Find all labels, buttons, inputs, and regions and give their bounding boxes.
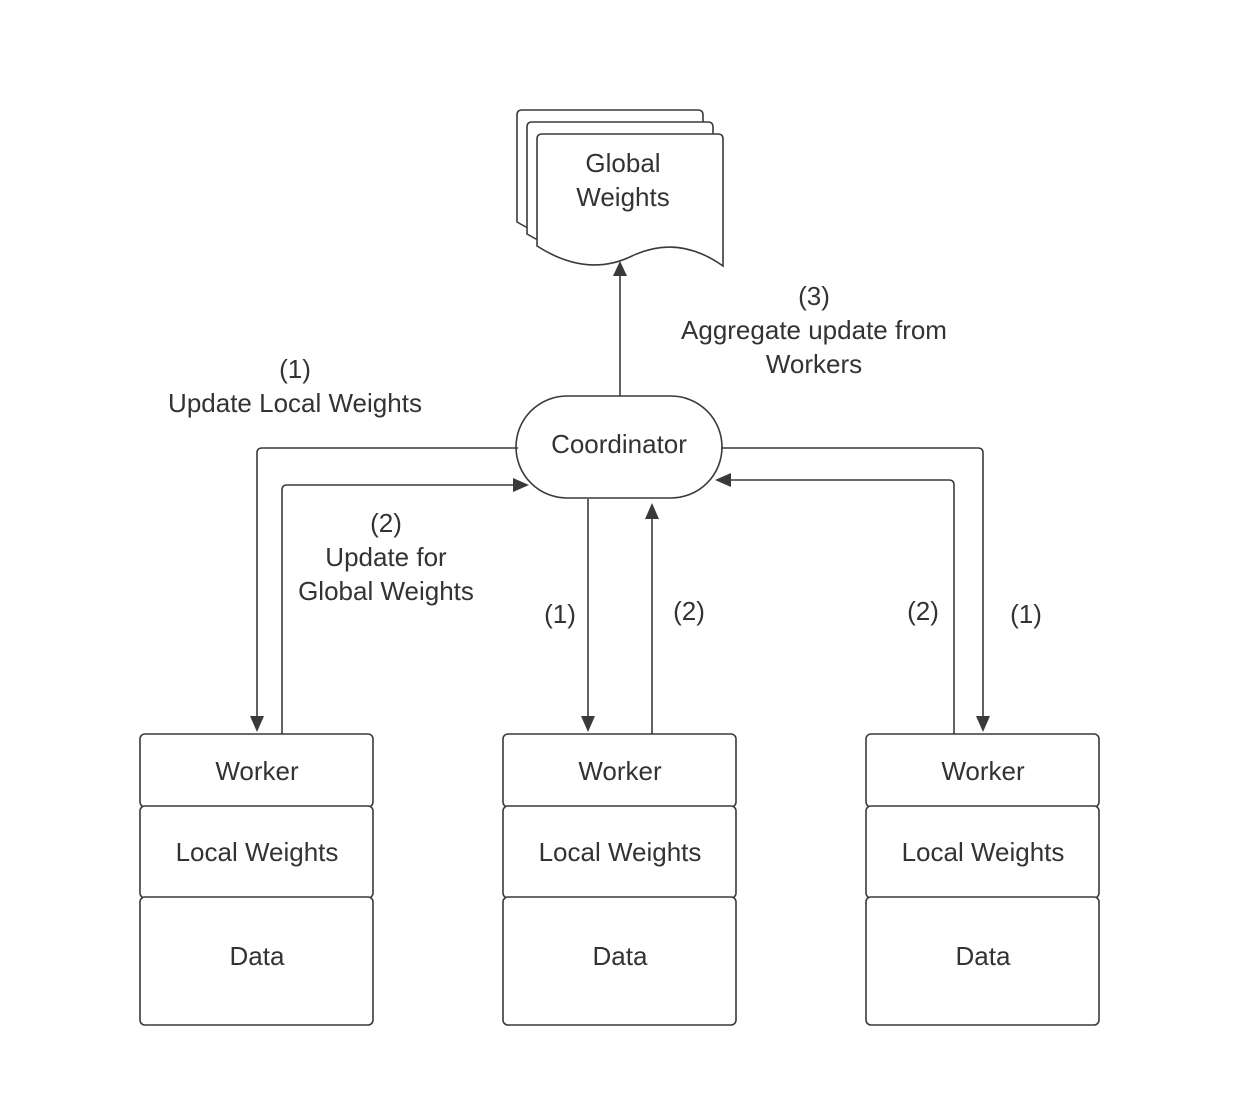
label-step2-line2: Global Weights — [298, 576, 474, 606]
label-step1-update-local: (1) Update Local Weights — [168, 354, 422, 418]
label-step2-update-global: (2) Update for Global Weights — [298, 508, 474, 606]
edge-coordinator-to-global-weights — [613, 261, 627, 396]
edge-worker-1-to-coordinator — [281, 478, 529, 734]
arrowhead-left-icon — [715, 473, 731, 487]
label-step2-line1: Update for — [325, 542, 447, 572]
arrowhead-down-icon — [976, 716, 990, 732]
label-step2-right: (2) — [907, 596, 939, 626]
worker-data-label: Data — [593, 941, 648, 971]
worker-node-2: Worker Local Weights Data — [502, 733, 737, 1026]
label-step2-center: (2) — [673, 596, 705, 626]
label-step3-line2: Workers — [766, 349, 862, 379]
global-weights-page-front — [536, 133, 724, 268]
label-step3-aggregate: (3) Aggregate update from Workers — [681, 281, 947, 379]
worker-local-weights-label: Local Weights — [902, 837, 1065, 867]
worker-data-cell — [865, 896, 1100, 1026]
edge-coordinator-to-worker-3 — [721, 447, 990, 732]
worker-title: Worker — [941, 756, 1025, 786]
edge-worker-2-to-coordinator — [645, 503, 659, 734]
worker-data-cell — [139, 896, 374, 1026]
global-weights-label-line1: Global — [585, 148, 660, 178]
global-weights-label-line2: Weights — [576, 182, 669, 212]
label-step3-number: (3) — [798, 281, 830, 311]
global-weights-node: Global Weights — [516, 109, 724, 268]
coordinator-label: Coordinator — [551, 429, 687, 459]
worker-local-weights-label: Local Weights — [176, 837, 339, 867]
label-step1-line1: Update Local Weights — [168, 388, 422, 418]
edge-coordinator-to-worker-2 — [581, 499, 595, 732]
arrowhead-down-icon — [581, 716, 595, 732]
arrowhead-up-icon — [645, 503, 659, 519]
arrowhead-up-icon — [613, 261, 627, 276]
worker-data-label: Data — [230, 941, 285, 971]
label-step1-right: (1) — [1010, 599, 1042, 629]
label-step3-line1: Aggregate update from — [681, 315, 947, 345]
label-step1-number: (1) — [279, 354, 311, 384]
label-step2-number: (2) — [370, 508, 402, 538]
arrowhead-down-icon — [250, 716, 264, 732]
worker-data-label: Data — [956, 941, 1011, 971]
worker-node-3: Worker Local Weights Data — [865, 733, 1100, 1026]
worker-node-1: Worker Local Weights Data — [139, 733, 374, 1026]
label-step1-center: (1) — [544, 599, 576, 629]
edges — [250, 261, 990, 734]
coordinator-node: Coordinator — [515, 395, 723, 499]
worker-data-cell — [502, 896, 737, 1026]
edge-coordinator-to-worker-1 — [250, 447, 518, 732]
arrowhead-right-icon — [513, 478, 529, 492]
edge-labels: (3) Aggregate update from Workers (1) Up… — [168, 281, 1042, 629]
worker-local-weights-label: Local Weights — [539, 837, 702, 867]
worker-title: Worker — [215, 756, 299, 786]
coordinator-shape — [515, 395, 723, 499]
edge-worker-3-to-coordinator — [715, 473, 955, 734]
worker-title: Worker — [578, 756, 662, 786]
